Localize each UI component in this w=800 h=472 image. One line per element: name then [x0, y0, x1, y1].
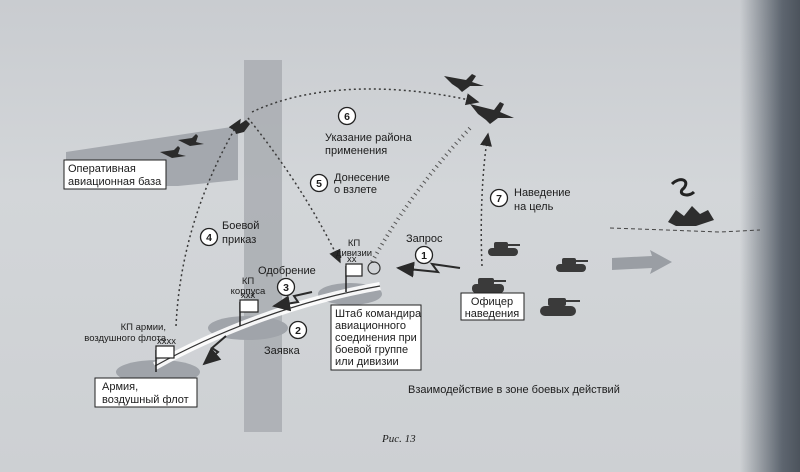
army-line-2: воздушный флот — [102, 394, 189, 406]
combat-order-line-1: Боевой — [222, 220, 259, 232]
aircraft-group — [160, 74, 514, 158]
tank-icon — [540, 298, 580, 316]
air-base-line-1: Оперативная — [68, 163, 136, 175]
terrain-line — [609, 227, 761, 233]
corps-cp-line-1: КП — [242, 276, 255, 287]
step-1-number: 1 — [421, 250, 427, 262]
division-cp-flag: xx — [345, 254, 381, 292]
arc-guidance — [480, 132, 492, 267]
diagram-caption: Взаимодействие в зоне боевых действий — [408, 384, 620, 396]
division-cp-line-2: дивизии — [336, 248, 372, 259]
step-5-number: 5 — [316, 178, 322, 190]
area-instruction-line-2: применения — [325, 145, 387, 157]
officer-label: Офицер наведения — [460, 292, 525, 321]
division-cp-label: КП дивизии — [336, 238, 372, 259]
page-edge-shadow — [740, 0, 800, 472]
step-1-circle: 1 — [414, 245, 434, 265]
step-2-circle: 2 — [288, 320, 308, 340]
request-label: Заявка — [264, 345, 301, 357]
corps-cp-line-2: корпуса — [231, 286, 266, 297]
step-4-number: 4 — [206, 232, 212, 244]
guidance-line-2: на цель — [514, 201, 554, 213]
army-cp-line-1: КП армии, — [121, 322, 166, 333]
air-base-label: Оперативная авиационная база — [63, 159, 167, 190]
combat-order-label: Боевой приказ — [222, 220, 259, 246]
explosion-icon — [670, 178, 696, 197]
officer-line-2: наведения — [465, 308, 520, 320]
takeoff-report-line-2: о взлете — [334, 184, 377, 196]
ground-link-arrow-edge — [154, 285, 381, 367]
target-burst-icon — [668, 206, 714, 226]
lightning-approval — [272, 291, 313, 312]
tank-icon — [488, 242, 520, 256]
corps-cp-label: КП корпуса — [231, 276, 266, 297]
hq-label: Штаб командира авиационного соединения п… — [330, 304, 422, 371]
hq-line-3: соединения при — [335, 332, 417, 344]
aircraft-icon — [234, 120, 250, 134]
arc-combat-order — [175, 118, 241, 327]
step-6-number: 6 — [344, 111, 350, 123]
advance-arrow — [612, 250, 672, 274]
query-label: Запрос — [406, 233, 443, 245]
army-cp-flag: xxxx — [155, 336, 176, 372]
arc-area-instruction — [251, 88, 480, 113]
takeoff-report-line-1: Донесение — [334, 172, 390, 184]
hq-line-2: авиационного — [335, 320, 406, 332]
step-6-circle: 6 — [337, 106, 357, 126]
army-cp-label: КП армии, воздушного флота — [84, 322, 166, 344]
step-3-circle: 3 — [276, 277, 296, 297]
hq-line-4: боевой группе — [335, 344, 408, 356]
area-instruction-line-1: Указание района — [325, 132, 413, 144]
lightning-army — [202, 335, 227, 366]
hq-line-1: Штаб командира — [335, 308, 422, 320]
officer-line-1: Офицер — [471, 296, 513, 308]
army-line-1: Армия, — [102, 381, 138, 393]
guidance-line-1: Наведение — [514, 187, 571, 199]
step-2-number: 2 — [295, 325, 301, 337]
hq-line-5: или дивизии — [335, 356, 399, 368]
step-5-circle: 5 — [309, 173, 329, 193]
aircraft-icon — [470, 102, 514, 124]
guidance-label: Наведение на цель — [514, 187, 571, 213]
combat-order-line-2: приказ — [222, 234, 256, 246]
step-3-number: 3 — [283, 282, 289, 294]
step-7-number: 7 — [496, 193, 502, 205]
step-markers: 1 2 3 4 5 6 7 — [199, 106, 509, 340]
radio-icon — [367, 261, 381, 275]
aircraft-icon — [160, 146, 186, 158]
army-cp-line-2: воздушного флота — [84, 333, 166, 344]
aircraft-icon — [178, 134, 204, 146]
division-cp-line-1: КП — [348, 238, 361, 249]
army-flag-mark: xxxx — [157, 336, 176, 347]
takeoff-report-label: Донесение о взлете — [334, 172, 390, 196]
tank-icon — [472, 278, 506, 293]
area-instruction-label: Указание района применения — [325, 132, 413, 157]
shaded-band — [244, 60, 282, 432]
step-7-circle: 7 — [489, 188, 509, 208]
air-base-line-2: авиационная база — [68, 176, 162, 188]
approval-label: Одобрение — [258, 265, 316, 277]
tank-group — [472, 242, 588, 316]
lightning-request — [396, 261, 461, 278]
aircraft-icon — [444, 74, 484, 92]
figure-number: Рис. 13 — [381, 433, 416, 445]
division-flag-mark: xx — [347, 254, 357, 265]
corps-cp-flag: xxx — [239, 290, 259, 326]
army-label: Армия, воздушный флот — [94, 377, 198, 408]
tank-icon — [556, 258, 588, 272]
corps-flag-mark: xxx — [241, 290, 256, 301]
step-4-circle: 4 — [199, 227, 219, 247]
